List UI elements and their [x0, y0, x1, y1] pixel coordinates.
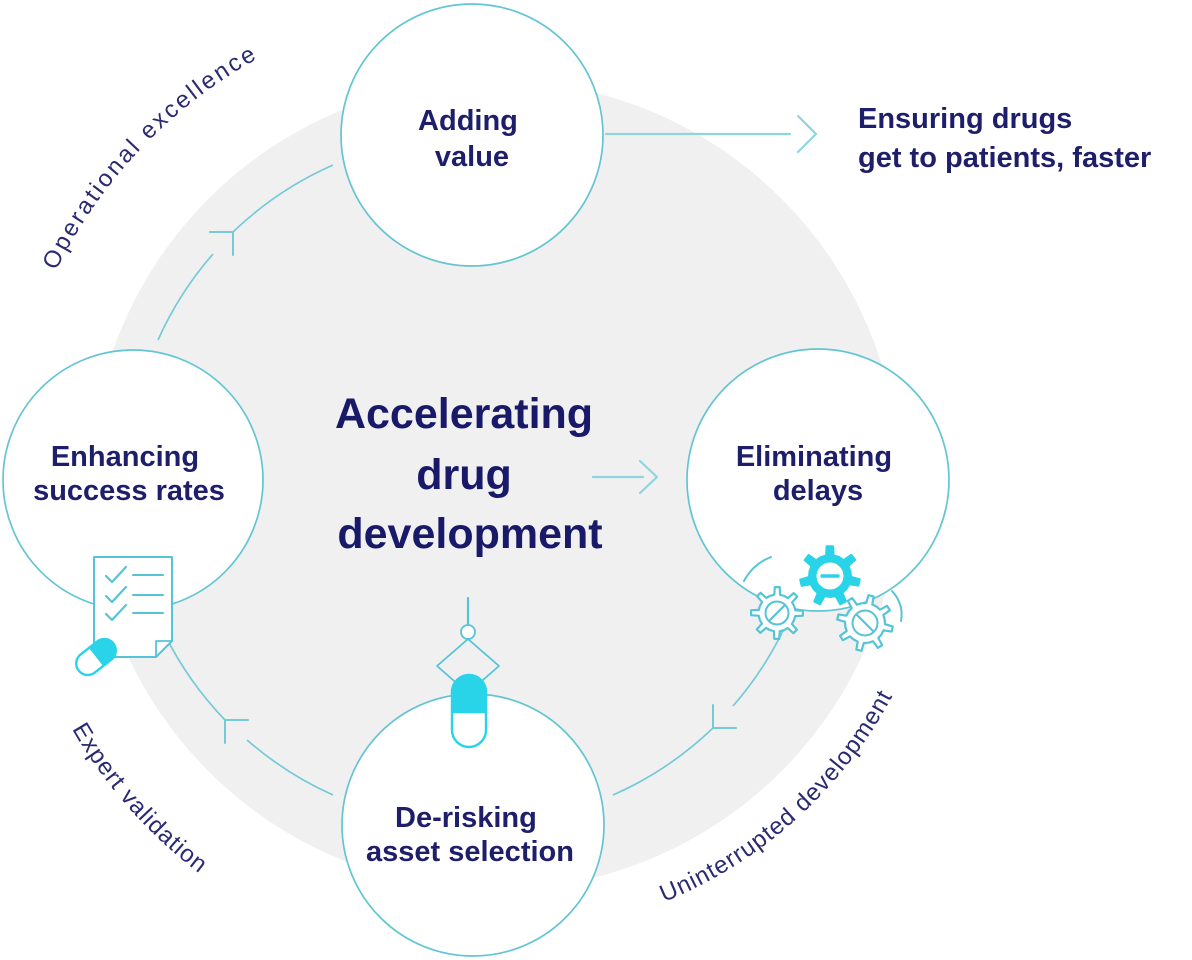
claw-pulley-circle: [460, 624, 476, 640]
checkmark-icon-3: [104, 603, 128, 622]
gears-icon: [743, 545, 903, 652]
cycle-arrowhead-bottom-right: [712, 704, 737, 729]
pill-capsule-top-half: [452, 675, 486, 712]
gear-left-slash: [767, 603, 787, 623]
node-label-adding-value: Adding value: [418, 105, 526, 173]
node-label-derisking: De-risking asset selection: [366, 802, 574, 868]
pill-small-cyan-half: [88, 639, 116, 667]
node-circle-adding-value: [340, 3, 604, 267]
node-label-eliminating-delays: Eliminating delays: [736, 441, 900, 507]
outcome-line2: get to patients, faster: [858, 142, 1151, 174]
gear-motion-arc-right: [891, 590, 903, 622]
outcome-arrow-head: [796, 114, 818, 154]
node-left-line2: success rates: [33, 475, 225, 507]
cycle-arc-bottom-right-b: [612, 727, 714, 796]
pill-icon-small: [75, 637, 117, 677]
node-bottom-line1: De-risking: [395, 802, 537, 834]
cycle-arc-top-left-b: [232, 164, 334, 233]
checkmark-icon-2: [104, 585, 128, 604]
claw-lifting-pill-icon: [436, 596, 500, 749]
cycle-ring: [157, 164, 789, 796]
outcome-line1: Ensuring drugs: [858, 103, 1072, 135]
cycle-arc-bottom-left-a: [246, 739, 334, 796]
checklist-document-icon: [75, 556, 173, 677]
background-circle: [90, 80, 900, 890]
cycle-arc-top-left-a: [157, 253, 214, 341]
center-heading-line1: Accelerating: [335, 390, 593, 438]
outcome-text: Ensuring drugs get to patients, faster: [858, 103, 1151, 174]
center-heading-line2: drug: [416, 451, 512, 499]
checkmark-icon-1: [104, 565, 128, 584]
node-right-line2: delays: [773, 475, 863, 507]
node-left-line1: Enhancing: [51, 441, 199, 473]
node-bottom-line2: asset selection: [366, 836, 574, 868]
node-top-line2: value: [435, 141, 509, 173]
gear-motion-arc-left: [743, 556, 772, 582]
node-circle-eliminating-delays: [686, 348, 950, 612]
center-heading: Accelerating drug development: [335, 390, 605, 558]
gear-right-slash: [855, 613, 875, 633]
node-top-line1: Adding: [418, 105, 518, 137]
node-label-enhancing: Enhancing success rates: [33, 441, 225, 507]
node-right-line1: Eliminating: [736, 441, 892, 473]
center-heading-line3: development: [337, 510, 602, 558]
center-arrow-head: [638, 459, 659, 495]
document-folded-corner: [155, 640, 173, 658]
cycle-arrowhead-bottom-left: [224, 719, 249, 744]
cycle-arrowhead-top-left: [209, 231, 234, 256]
outcome-arrow: [604, 114, 818, 154]
center-to-right-arrow: [591, 459, 659, 495]
